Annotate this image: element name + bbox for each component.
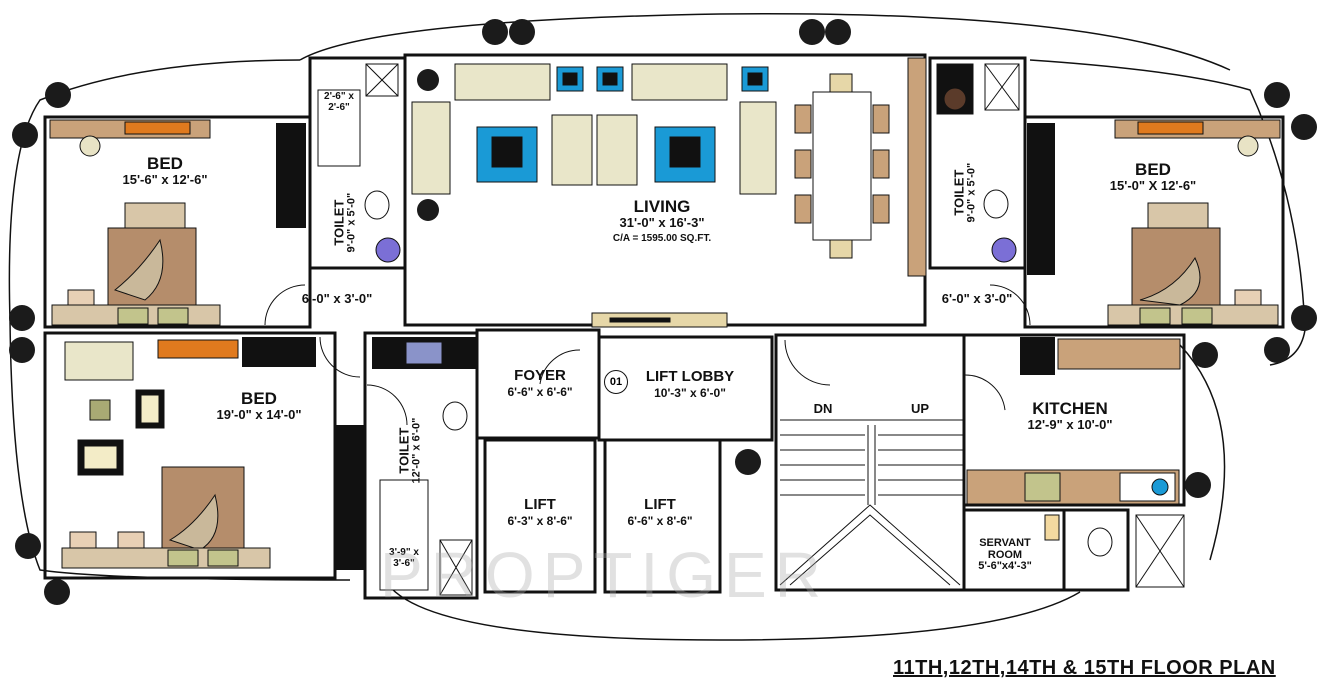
servant-name-line2: ROOM xyxy=(987,548,1023,561)
kitchen-size: 12'-9" x 10'-0" xyxy=(1027,417,1113,432)
shower-top-size-line2: 2'-6" xyxy=(328,101,350,113)
staircase xyxy=(779,419,964,586)
lift-lobby-size: 10'-3" x 6'-0" xyxy=(654,386,726,400)
lift-1-size: 6'-3" x 8'-6" xyxy=(507,514,573,528)
shower-top-size-line1: 2'-6" x xyxy=(324,91,354,102)
bed-top-right-name: BED xyxy=(1135,160,1171,179)
living-area: C/A = 1595.00 SQ.FT. xyxy=(612,233,712,244)
toilet-right-name: TOILET xyxy=(951,169,967,216)
stairs-up-label: UP xyxy=(910,401,930,416)
toilet-right-size: 9'-0" x 5'-0" xyxy=(965,162,978,223)
kitchen-name: KITCHEN xyxy=(1032,399,1108,418)
balcony-outline xyxy=(8,13,1306,641)
bedroom-top-right-furniture xyxy=(1107,119,1281,326)
shower-bottom-size-line1: 3'-9" x xyxy=(389,547,419,558)
shower-bottom-size-line2: 3'-6" xyxy=(393,557,415,569)
living-size: 31'-0" x 16'-3" xyxy=(619,215,705,230)
bed-top-right-size: 15'-0" X 12'-6" xyxy=(1109,178,1197,193)
shower-bottom-size: 3'-9" x 3'-6" xyxy=(382,547,426,569)
walls xyxy=(43,53,1285,600)
bedroom-bottom-left-furniture xyxy=(61,339,271,569)
toilet-center: TOILET 12'-0" x 6'-0" xyxy=(396,396,423,506)
lift-2-size: 6'-6" x 8'-6" xyxy=(627,514,693,528)
living-furniture xyxy=(411,63,890,259)
passage-left-size: 6'-0" x 3'-0" xyxy=(301,291,373,306)
bed-top-left-name: BED xyxy=(147,154,183,173)
bed-top-left-size: 15'-6" x 12'-6" xyxy=(122,172,208,187)
lift-2-name: LIFT xyxy=(644,496,676,513)
toilet-left: TOILET 9'-0" x 5'-0" xyxy=(331,173,358,273)
toilet-right: TOILET 9'-0" x 5'-0" xyxy=(951,143,978,243)
servant-name-line1: SERVANT xyxy=(979,537,1031,549)
bed-bottom-left-size: 19'-0" x 14'-0" xyxy=(216,407,302,422)
unit-number-badge: 01 xyxy=(604,370,628,394)
shower-top-size: 2'-6" x 2'-6" xyxy=(318,91,360,113)
servant-size: 5'-6"x4'-3" xyxy=(978,560,1032,573)
doors xyxy=(264,284,1031,426)
bed-bottom-left-name: BED xyxy=(241,389,277,408)
toilet-left-size: 9'-0" x 5'-0" xyxy=(345,192,358,253)
sanitary-fixtures xyxy=(317,63,1185,596)
trees xyxy=(9,19,1317,605)
toilet-center-size: 12'-0" x 6'-0" xyxy=(410,417,423,484)
lift-1-name: LIFT xyxy=(524,496,556,513)
watermark: PROPTIGER xyxy=(380,539,829,611)
servant-room-label: SERVANT ROOM 5'-6"x4'-3" xyxy=(970,537,1040,573)
toilet-center-name: TOILET xyxy=(396,427,412,474)
lift-lobby-name: LIFT LOBBY xyxy=(645,368,735,385)
foyer-name: FOYER xyxy=(514,367,566,384)
bedroom-top-left-furniture xyxy=(49,119,221,326)
toilet-left-name: TOILET xyxy=(331,199,347,246)
foyer-size: 6'-6" x 6'-6" xyxy=(507,385,573,399)
living-name: LIVING xyxy=(633,197,691,216)
stairs-down-label: DN xyxy=(813,401,833,416)
plan-caption: 11TH,12TH,14TH & 15TH FLOOR PLAN xyxy=(893,657,1276,679)
passage-right-size: 6'-0" x 3'-0" xyxy=(941,291,1013,306)
